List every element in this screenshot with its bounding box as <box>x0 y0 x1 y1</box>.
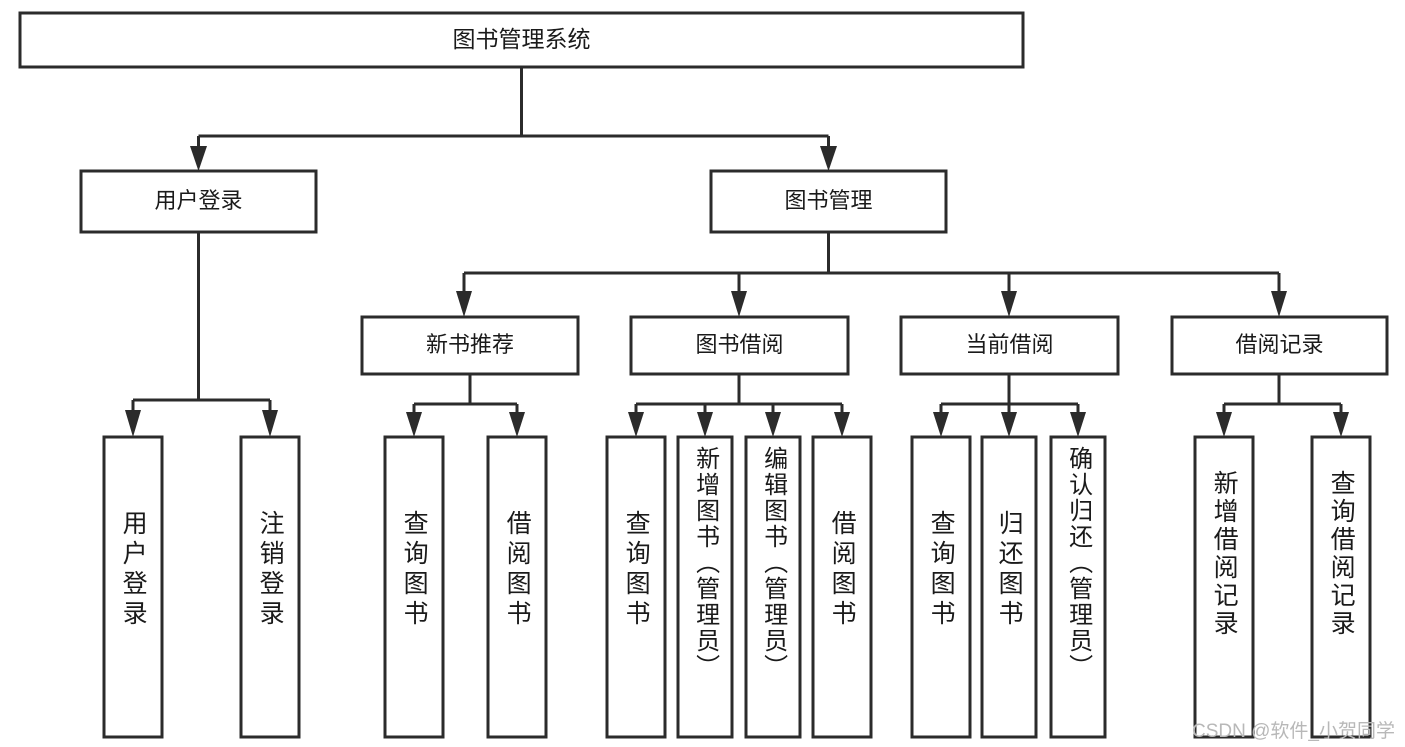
leaf-box-confirm-return[interactable] <box>1049 435 1107 739</box>
arrowhead-book-borrow <box>731 291 747 317</box>
node-user-login-label: 用户登录 <box>154 188 242 213</box>
arrowhead-book-management <box>820 146 837 171</box>
arrowhead-leaf-borrow-book-2 <box>834 412 850 437</box>
node-root[interactable]: 图书管理系统 <box>18 11 1025 69</box>
leaf-label-confirm-return: 确认归还（管理员） <box>1064 446 1092 680</box>
arrowhead-leaf-borrow-book-1 <box>509 412 525 437</box>
node-user-login[interactable]: 用户登录 <box>79 169 318 234</box>
node-current-borrow-label: 当前借阅 <box>965 332 1053 357</box>
arrowhead-leaf-query-book-3 <box>933 412 949 437</box>
leaf-label-query-book-2: 查询图书 <box>622 510 651 630</box>
node-book-borrow[interactable]: 图书借阅 <box>629 315 850 376</box>
leaf-box-edit-book[interactable] <box>744 435 802 739</box>
leaf-label-query-record: 查询借阅记录 <box>1327 470 1356 638</box>
leaf-box-return-book[interactable] <box>980 435 1038 739</box>
arrowhead-new-book-recommend <box>456 291 472 317</box>
leaf-label-add-book: 新增图书（管理员） <box>691 446 719 680</box>
node-book-management-box[interactable] <box>709 169 948 234</box>
leaf-label-query-book-3: 查询图书 <box>927 510 956 630</box>
arrowhead-leaf-confirm-return <box>1070 412 1086 437</box>
leaf-box-query-record[interactable] <box>1310 435 1372 739</box>
arrowhead-leaf-return-book <box>1001 412 1017 437</box>
leaf-box-layer <box>102 435 1372 739</box>
leaf-box-logout-login[interactable] <box>239 435 301 739</box>
leaf-box-user-login[interactable] <box>102 435 164 739</box>
leaf-label-borrow-book-1: 借阅图书 <box>503 510 532 630</box>
arrowhead-leaf-query-record <box>1333 412 1349 437</box>
arrowhead-leaf-logout-login <box>262 410 278 437</box>
node-current-borrow[interactable]: 当前借阅 <box>899 315 1120 376</box>
node-book-borrow-label: 图书借阅 <box>695 332 783 357</box>
leaf-box-borrow-book-2[interactable] <box>811 435 873 739</box>
arrowhead-leaf-edit-book <box>765 412 781 437</box>
arrowhead-current-borrow <box>1001 291 1017 317</box>
leaf-box-add-record[interactable] <box>1193 435 1255 739</box>
leaf-box-add-book[interactable] <box>676 435 734 739</box>
node-root-box[interactable] <box>18 11 1025 69</box>
arrowhead-leaf-query-book-1 <box>406 412 422 437</box>
arrowhead-leaf-add-record <box>1216 412 1232 437</box>
node-current-borrow-box[interactable] <box>899 315 1120 376</box>
arrowhead-leaf-add-book <box>697 412 713 437</box>
node-borrow-record[interactable]: 借阅记录 <box>1170 315 1389 376</box>
leaf-label-query-book-1: 查询图书 <box>400 510 429 630</box>
leaf-label-edit-book: 编辑图书（管理员） <box>759 446 787 680</box>
node-book-borrow-box[interactable] <box>629 315 850 376</box>
leaf-box-borrow-book-1[interactable] <box>486 435 548 739</box>
leaf-box-query-book-1[interactable] <box>383 435 445 739</box>
csdn-watermark: CSDN @软件_小贺同学 <box>1192 721 1395 742</box>
leaf-label-add-record: 新增借阅记录 <box>1210 470 1239 638</box>
node-book-management-label: 图书管理 <box>784 188 872 213</box>
node-new-book-recommend-box[interactable] <box>360 315 580 376</box>
leaf-label-return-book: 归还图书 <box>995 510 1024 630</box>
node-new-book-recommend-label: 新书推荐 <box>426 332 514 357</box>
leaf-label-borrow-book-2: 借阅图书 <box>828 510 857 630</box>
leaf-label-logout-login: 注销登录 <box>256 510 285 630</box>
node-borrow-record-box[interactable] <box>1170 315 1389 376</box>
leaf-box-query-book-3[interactable] <box>910 435 972 739</box>
connector-layer <box>125 67 1349 437</box>
node-root-label: 图书管理系统 <box>453 26 591 52</box>
node-new-book-recommend[interactable]: 新书推荐 <box>360 315 580 376</box>
arrowhead-user-login <box>190 146 207 171</box>
leaf-box-query-book-2[interactable] <box>605 435 667 739</box>
node-borrow-record-label: 借阅记录 <box>1235 332 1323 357</box>
arrowhead-leaf-user-login <box>125 410 141 437</box>
node-book-management[interactable]: 图书管理 <box>709 169 948 234</box>
node-user-login-box[interactable] <box>79 169 318 234</box>
arrowhead-leaf-query-book-2 <box>628 412 644 437</box>
leaf-label-user-login: 用户登录 <box>119 510 148 630</box>
arrowhead-borrow-record <box>1271 291 1287 317</box>
